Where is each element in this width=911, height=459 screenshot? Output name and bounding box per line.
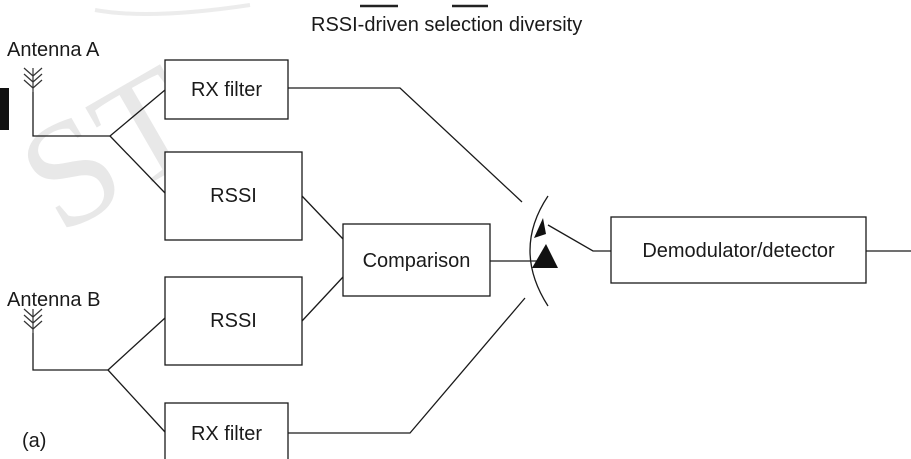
antenna-b-label: Antenna B (7, 289, 100, 311)
rssi-a-label: RSSI (210, 185, 257, 207)
antenna-a-label: Antenna A (7, 39, 100, 61)
antenna-b-icon (23, 308, 43, 333)
demodulator-label: Demodulator/detector (642, 240, 835, 262)
rssi-b-label: RSSI (210, 310, 257, 332)
rx-filter-a-label: RX filter (191, 79, 262, 101)
rx-filter-a-block: RX filter (164, 59, 289, 120)
rx-filter-b-label: RX filter (191, 423, 262, 445)
rx-filter-b-block: RX filter (164, 402, 289, 459)
diagram-title: RSSI-driven selection diversity (311, 14, 582, 36)
rssi-a-block: RSSI (164, 151, 303, 241)
rssi-b-block: RSSI (164, 276, 303, 366)
demodulator-block: Demodulator/detector (610, 216, 867, 284)
antenna-a-icon (23, 67, 43, 92)
edge-mark (0, 88, 9, 130)
connection-wires (32, 87, 911, 434)
selection-switch-icon (529, 195, 558, 307)
comparison-label: Comparison (363, 250, 471, 272)
panel-label: (a) (22, 430, 46, 452)
comparison-block: Comparison (342, 223, 491, 297)
